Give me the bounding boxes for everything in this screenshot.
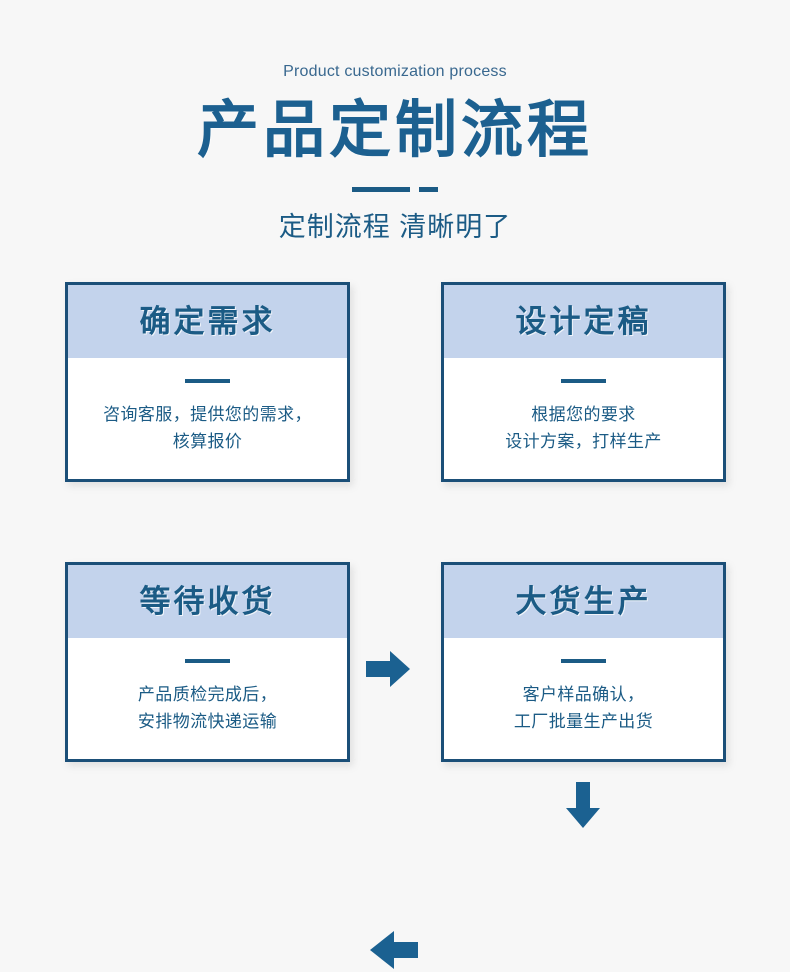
process-step-card-2[interactable]: 设计定稿 根据您的要求 设计方案，打样生产 — [441, 282, 726, 482]
title-divider — [0, 186, 790, 192]
step-3-description: 产品质检完成后， 安排物流快递运输 — [137, 685, 278, 731]
step-1-body: 咨询客服，提供您的需求， 核算报价 — [68, 358, 347, 479]
step-4-divider — [561, 659, 606, 663]
step-2-title: 设计定稿 — [515, 304, 652, 339]
page-title: 产品定制流程 — [196, 96, 593, 165]
process-step-card-4[interactable]: 大货生产 客户样品确认， 工厂批量生产出货 — [441, 562, 726, 762]
step-1-description: 咨询客服，提供您的需求， 核算报价 — [103, 405, 312, 451]
header-eyebrow: Product customization process — [283, 63, 507, 80]
step-3-body: 产品质检完成后， 安排物流快递运输 — [68, 638, 347, 759]
divider-dash-short — [419, 186, 438, 192]
arrow-down-icon — [563, 782, 603, 828]
step-4-title: 大货生产 — [515, 584, 652, 619]
step-2-divider — [561, 379, 606, 383]
arrow-right-icon — [366, 648, 410, 690]
process-step-card-1[interactable]: 确定需求 咨询客服，提供您的需求， 核算报价 — [65, 282, 350, 482]
step-3-divider — [185, 659, 230, 663]
step-4-description: 客户样品确认， 工厂批量生产出货 — [513, 685, 654, 731]
divider-dash-long — [352, 186, 410, 192]
header-subtitle: 定制流程 清晰明了 — [278, 212, 512, 242]
process-step-card-3[interactable]: 等待收货 产品质检完成后， 安排物流快递运输 — [65, 562, 350, 762]
step-4-header: 大货生产 — [444, 565, 723, 638]
step-2-header: 设计定稿 — [444, 285, 723, 358]
step-1-divider — [185, 379, 230, 383]
step-4-body: 客户样品确认， 工厂批量生产出货 — [444, 638, 723, 759]
arrow-left-icon — [370, 928, 418, 972]
step-3-title: 等待收货 — [139, 584, 276, 619]
step-2-description: 根据您的要求 设计方案，打样生产 — [505, 405, 662, 451]
page-header: Product customization process 产品定制流程 定制流… — [0, 0, 790, 241]
step-2-body: 根据您的要求 设计方案，打样生产 — [444, 358, 723, 479]
step-3-header: 等待收货 — [68, 565, 347, 638]
process-flow-diagram: 确定需求 咨询客服，提供您的需求， 核算报价 设计定稿 根据您的要求 设计方案，… — [0, 274, 790, 969]
step-1-header: 确定需求 — [68, 285, 347, 358]
step-1-title: 确定需求 — [139, 304, 276, 339]
